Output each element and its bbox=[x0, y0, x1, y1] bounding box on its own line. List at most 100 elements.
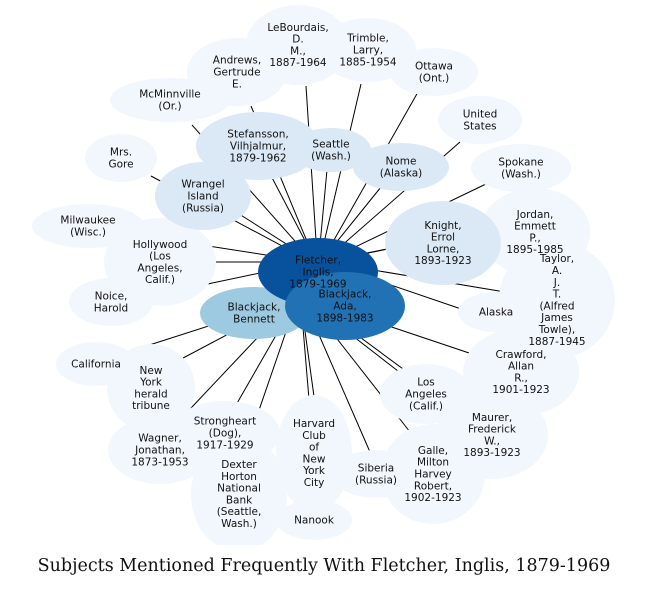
node-bubble bbox=[196, 112, 320, 180]
node-label-california: California bbox=[71, 359, 121, 371]
node-label-line: Noice, bbox=[95, 291, 128, 303]
node-label-line: Ottawa bbox=[415, 61, 453, 73]
node-label-line: States bbox=[463, 120, 496, 132]
node-label-line: 1887-1964 bbox=[269, 57, 327, 69]
node-bubble bbox=[69, 278, 153, 326]
node-label-line: 1887-1945 bbox=[528, 336, 585, 348]
node-label-line: Milwaukee bbox=[60, 215, 115, 227]
node-label-line: J. bbox=[553, 277, 560, 289]
node-label-line: 1895-1985 bbox=[506, 244, 563, 256]
node-label-line: Jordan, bbox=[516, 209, 554, 221]
diagram-caption: Subjects Mentioned Frequently With Fletc… bbox=[37, 556, 611, 576]
node-label-line: (Calif.) bbox=[409, 400, 443, 412]
node-label-line: Siberia bbox=[358, 463, 394, 475]
node-nome bbox=[353, 143, 449, 191]
node-label-line: Taylor, bbox=[539, 253, 574, 265]
node-label-line: T. bbox=[552, 289, 562, 301]
node-bubble bbox=[85, 134, 157, 182]
node-label-line: Bank bbox=[226, 494, 253, 506]
node-label-line: California bbox=[71, 359, 121, 371]
node-label-line: Mrs. bbox=[110, 147, 132, 159]
node-label-line: Harvard bbox=[293, 418, 335, 430]
node-siberia bbox=[332, 450, 420, 498]
node-label-nanook: Nanook bbox=[294, 515, 335, 527]
node-bubble bbox=[191, 436, 287, 545]
node-bubble bbox=[200, 287, 308, 339]
node-label-line: Blackjack, bbox=[228, 302, 281, 314]
node-label-line: 1902-1923 bbox=[404, 492, 461, 504]
node-label-line: (Or.) bbox=[158, 100, 181, 112]
node-bubble bbox=[291, 128, 371, 172]
node-label-mrs-gore: Mrs.Gore bbox=[108, 147, 133, 171]
node-label-line: Spokane bbox=[498, 157, 543, 169]
node-label-siberia: Siberia(Russia) bbox=[355, 463, 397, 487]
node-label-nome: Nome(Alaska) bbox=[380, 156, 423, 180]
node-label-line: W., bbox=[484, 435, 500, 447]
node-label-line: Inglis, bbox=[302, 267, 333, 279]
node-label-strongheart: Strongheart(Dog),1917-1929 bbox=[194, 416, 257, 452]
node-label-line: Towle), bbox=[538, 324, 575, 336]
node-bubble bbox=[276, 500, 352, 540]
node-label-line: Ada, bbox=[333, 301, 356, 313]
node-mrs-gore bbox=[85, 134, 157, 182]
node-label-line: James bbox=[540, 312, 573, 324]
node-label-trimble: Trimble,Larry,1885-1954 bbox=[339, 33, 397, 69]
node-label-line: Calif.) bbox=[145, 274, 175, 286]
node-label-line: Blackjack, bbox=[319, 289, 372, 301]
node-label-line: Galle, bbox=[418, 445, 448, 457]
node-stefansson bbox=[196, 112, 320, 180]
node-label-line: New bbox=[140, 365, 163, 377]
node-label-line: M., bbox=[290, 45, 306, 57]
node-label-line: 1879-1962 bbox=[229, 152, 286, 164]
node-label-line: Milton bbox=[417, 457, 449, 469]
node-label-line: (Wisc.) bbox=[70, 226, 106, 238]
node-label-line: 1885-1954 bbox=[339, 56, 397, 68]
node-label-line: 1879-1969 bbox=[289, 278, 346, 290]
node-label-line: Robert, bbox=[414, 480, 452, 492]
node-harvard-club bbox=[276, 395, 352, 511]
node-label-line: Angeles bbox=[405, 389, 447, 401]
node-label-line: R., bbox=[514, 372, 528, 384]
node-label-line: Harold bbox=[94, 302, 128, 314]
node-label-line: (Wash.) bbox=[311, 150, 351, 162]
node-bubble bbox=[471, 144, 571, 192]
node-label-line: E. bbox=[232, 78, 242, 90]
node-bubble bbox=[353, 143, 449, 191]
node-label-line: Bennett bbox=[233, 313, 275, 325]
node-label-line: City bbox=[304, 477, 325, 489]
nodes-layer: LeBourdais,D.M.,1887-1964Trimble,Larry,1… bbox=[32, 5, 615, 545]
node-label-line: York bbox=[139, 377, 163, 389]
node-label-line: (Los bbox=[149, 251, 171, 263]
node-label-line: Dexter bbox=[221, 459, 257, 471]
co-occurrence-network: LeBourdais,D.M.,1887-1964Trimble,Larry,1… bbox=[32, 5, 615, 545]
node-galle bbox=[381, 424, 485, 524]
node-label-line: Wash.) bbox=[221, 518, 257, 530]
node-label-line: McMinnville bbox=[139, 89, 201, 101]
node-label-line: D. bbox=[292, 34, 303, 46]
node-label-line: Errol bbox=[431, 232, 455, 244]
node-label-line: of bbox=[309, 442, 319, 454]
node-knight bbox=[385, 201, 501, 285]
node-label-line: Lorne, bbox=[427, 243, 460, 255]
node-label-line: (Russia) bbox=[182, 202, 224, 214]
node-label-line: Allan bbox=[508, 361, 534, 373]
node-label-line: (Dog), bbox=[209, 428, 242, 440]
node-bubble bbox=[285, 272, 405, 340]
node-spokane bbox=[471, 144, 571, 192]
node-label-line: Gertrude bbox=[213, 67, 260, 79]
node-label-line: (Alaska) bbox=[380, 167, 423, 179]
node-label-line: Emmett bbox=[514, 221, 556, 233]
node-label-line: Vilhjalmur, bbox=[230, 141, 286, 153]
